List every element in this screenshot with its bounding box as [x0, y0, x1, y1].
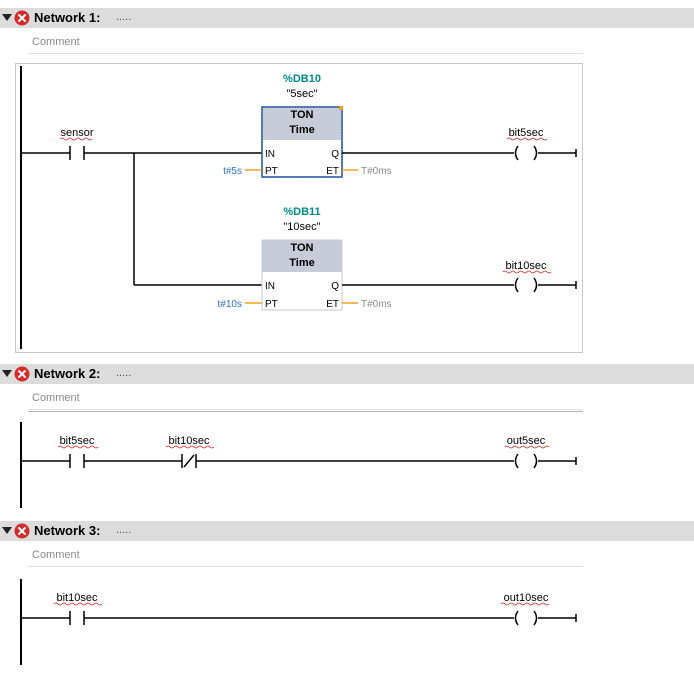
network-3-header[interactable]: Network 3: ..... — [0, 521, 694, 541]
comment-placeholder: Comment — [32, 36, 80, 48]
network-1-canvas-frame — [15, 63, 583, 353]
contact-operand[interactable]: bit10sec — [169, 435, 210, 447]
pin-q-label: Q — [331, 281, 339, 292]
network-name-placeholder[interactable]: ..... — [116, 11, 132, 23]
comment-placeholder: Comment — [32, 392, 80, 404]
coil-operand[interactable]: out5sec — [507, 435, 546, 447]
contact-operand[interactable]: bit10sec — [57, 592, 98, 604]
coil[interactable] — [514, 145, 538, 161]
pin-in-label: IN — [265, 281, 275, 292]
et-output[interactable]: T#0ms — [361, 299, 392, 310]
et-output[interactable]: T#0ms — [361, 166, 392, 177]
collapse-triangle-icon[interactable] — [2, 14, 12, 21]
network-comment[interactable]: Comment — [28, 389, 583, 410]
block-type: TON — [290, 109, 313, 121]
block-subtype[interactable]: Time — [289, 257, 314, 269]
contact-operand[interactable]: bit5sec — [60, 435, 95, 447]
coil-operand[interactable]: bit5sec — [509, 127, 544, 139]
pin-et-label: ET — [326, 299, 339, 310]
ton-timer-block[interactable]: TON Time IN PT Q ET — [261, 239, 343, 311]
collapse-triangle-icon[interactable] — [2, 370, 12, 377]
instance-name[interactable]: "5sec" — [286, 88, 317, 100]
contact-operand[interactable]: sensor — [60, 127, 93, 139]
error-x-icon — [14, 10, 30, 26]
error-x-icon — [14, 366, 30, 382]
network-comment[interactable]: Comment — [28, 33, 583, 54]
coil[interactable] — [514, 610, 538, 626]
comment-placeholder: Comment — [32, 549, 80, 561]
comment-divider — [28, 411, 583, 412]
instance-name[interactable]: "10sec" — [283, 221, 320, 233]
network-2-header[interactable]: Network 2: ..... — [0, 364, 694, 384]
network-title: Network 2: — [34, 366, 101, 381]
network-name-placeholder[interactable]: ..... — [116, 367, 132, 379]
network-title: Network 3: — [34, 523, 101, 538]
error-x-icon — [14, 523, 30, 539]
pt-constant[interactable]: t#10s — [218, 299, 242, 310]
pin-pt-label: PT — [265, 299, 278, 310]
coil[interactable] — [514, 453, 538, 469]
pin-in-label: IN — [265, 149, 275, 160]
network-1-header[interactable]: Network 1: ..... — [0, 8, 694, 28]
network-title: Network 1: — [34, 10, 101, 25]
pin-q-label: Q — [331, 149, 339, 160]
pin-pt-label: PT — [265, 166, 278, 177]
db-number: %DB10 — [283, 73, 321, 85]
db-number: %DB11 — [283, 206, 320, 218]
block-type: TON — [290, 242, 313, 254]
block-subtype[interactable]: Time — [289, 124, 314, 136]
network-name-placeholder[interactable]: ..... — [116, 524, 132, 536]
network-comment[interactable]: Comment — [28, 546, 583, 567]
coil-operand[interactable]: out10sec — [504, 592, 549, 604]
ton-timer-block[interactable]: TON Time IN PT Q ET — [261, 106, 343, 178]
coil[interactable] — [514, 277, 538, 293]
pt-constant[interactable]: t#5s — [223, 166, 242, 177]
coil-operand[interactable]: bit10sec — [506, 260, 547, 272]
collapse-triangle-icon[interactable] — [2, 527, 12, 534]
pin-et-label: ET — [326, 166, 339, 177]
